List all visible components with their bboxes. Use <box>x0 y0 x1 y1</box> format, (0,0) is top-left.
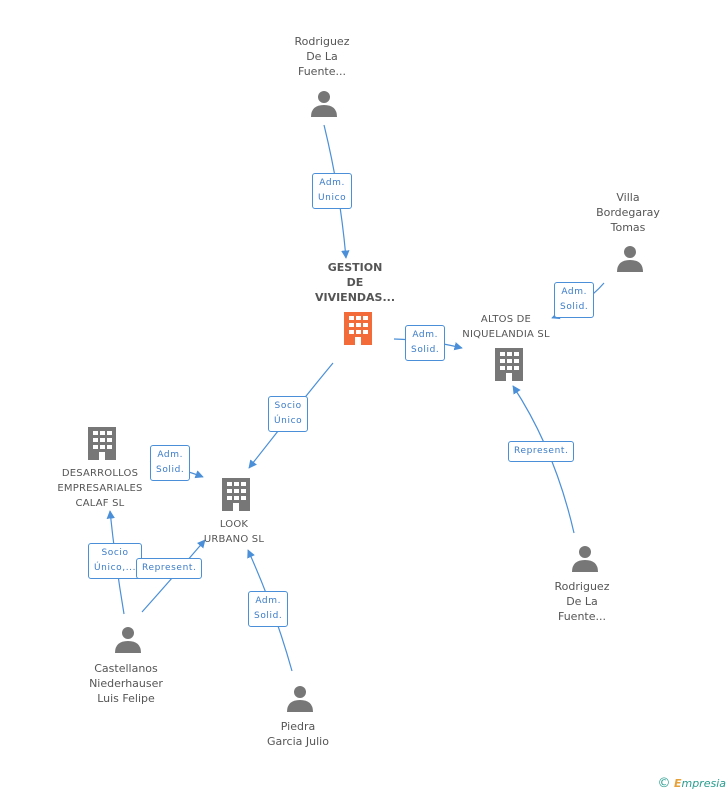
edge-label-socio-unico: Socio Único,... <box>88 543 143 579</box>
building-icon-main[interactable] <box>344 312 372 345</box>
brand-initial: E <box>673 777 682 790</box>
node-label-piedra[interactable]: Piedra Garcia Julio <box>267 720 329 748</box>
footer-brand: © Empresia <box>657 776 726 791</box>
edge-label-adm-solid: Adm. Solid. <box>405 325 446 361</box>
person-icon[interactable] <box>617 246 643 272</box>
node-label-castellanos[interactable]: Castellanos Niederhauser Luis Felipe <box>89 662 163 705</box>
copyright-icon: © <box>657 776 671 791</box>
node-label-desarrollos[interactable]: DESARROLLOS EMPRESARIALES CALAF SL <box>57 468 143 509</box>
node-label-villa[interactable]: Villa Bordegaray Tomas <box>596 191 660 234</box>
node-label-rodriguez-top[interactable]: Rodriguez De La Fuente... <box>294 35 350 78</box>
building-icon[interactable] <box>222 478 250 511</box>
node-label-look[interactable]: LOOK URBANO SL <box>203 519 265 545</box>
node-label-rodriguez-right[interactable]: Rodriguez De La Fuente... <box>554 580 610 623</box>
node-label-gestion[interactable]: GESTION DE VIVIENDAS... <box>314 261 396 304</box>
brand-name: mpresia <box>681 777 726 790</box>
edge-label-adm-solid: Adm. Solid. <box>554 282 595 318</box>
edge-label-represent: Represent. <box>508 441 575 462</box>
building-icon[interactable] <box>495 348 523 381</box>
edge-label-represent: Represent. <box>136 558 203 579</box>
building-icon[interactable] <box>88 427 116 460</box>
person-icon[interactable] <box>287 686 313 712</box>
person-icon[interactable] <box>311 91 337 117</box>
person-icon[interactable] <box>572 546 598 572</box>
person-icon[interactable] <box>115 627 141 653</box>
edge-label-adm-solid: Adm. Solid. <box>150 445 191 481</box>
edge-label-adm-unico: Adm. Unico <box>312 173 353 209</box>
edge-label-adm-solid: Adm. Solid. <box>248 591 289 627</box>
edge-label-socio-unico: Socio Único <box>268 396 309 432</box>
node-label-altos[interactable]: ALTOS DE NIQUELANDIA SL <box>462 314 550 340</box>
